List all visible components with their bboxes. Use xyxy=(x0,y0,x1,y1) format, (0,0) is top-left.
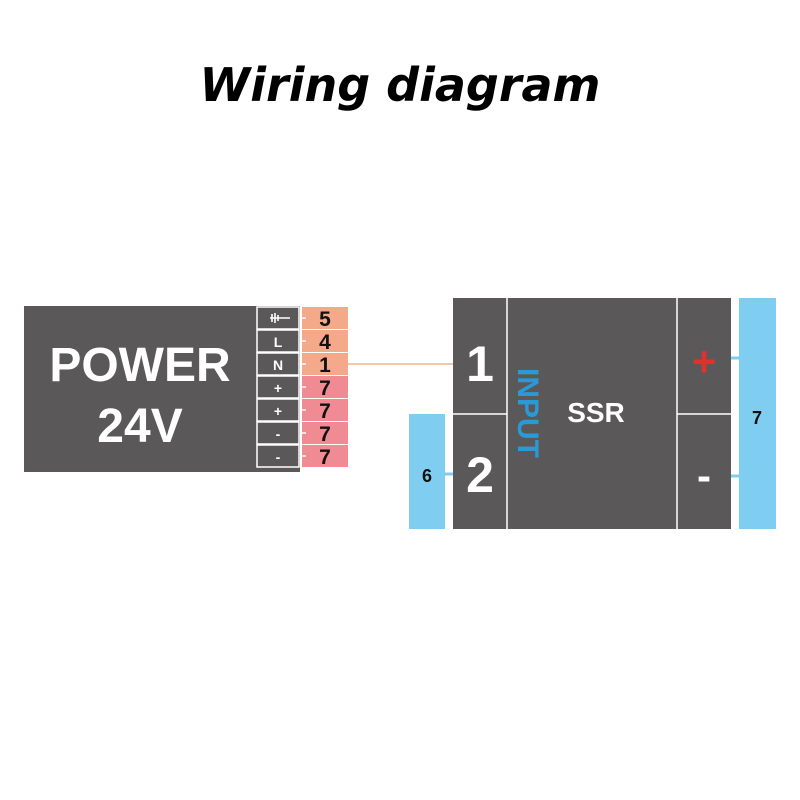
wire-tag-4: 4 xyxy=(319,331,331,354)
ground-icon xyxy=(270,313,290,323)
wire-tag-7b: 7 xyxy=(319,400,331,423)
connector-right-label: 7 xyxy=(752,408,762,428)
terminal-label-minus-2: - xyxy=(276,449,281,465)
terminal-label-plus-2: + xyxy=(274,403,282,419)
wire-tag-7a: 7 xyxy=(319,377,331,400)
ssr-input-label: INPUT xyxy=(511,368,544,458)
power-supply-block xyxy=(24,306,256,472)
wire-tag-7c: 7 xyxy=(319,423,331,446)
wire-tag-7d: 7 xyxy=(319,446,331,469)
wire-tag-1: 1 xyxy=(319,354,331,377)
ssr-output-plus: + xyxy=(692,338,717,385)
ssr-input-terminal-1: 1 xyxy=(466,336,494,392)
wire-tag-5: 5 xyxy=(319,308,331,331)
ssr-output-minus: - xyxy=(697,452,711,499)
connector-left-label: 6 xyxy=(422,466,432,486)
terminal-label-n: N xyxy=(273,357,283,373)
ssr-input-terminal-2: 2 xyxy=(466,447,494,503)
ssr-block xyxy=(453,298,731,529)
terminal-label-l: L xyxy=(274,334,283,350)
power-label: POWER xyxy=(49,339,230,392)
power-terminal-strip: L N + + - - xyxy=(256,306,300,472)
connector-right xyxy=(739,298,776,529)
terminal-label-minus-1: - xyxy=(276,426,281,442)
ssr-label: SSR xyxy=(567,397,625,428)
connector-left xyxy=(409,414,445,529)
power-voltage-label: 24V xyxy=(97,400,182,453)
wire-number-tags: 5 4 1 7 7 7 7 xyxy=(300,307,348,469)
page-title: Wiring diagram xyxy=(199,58,601,112)
terminal-label-plus-1: + xyxy=(274,380,282,396)
